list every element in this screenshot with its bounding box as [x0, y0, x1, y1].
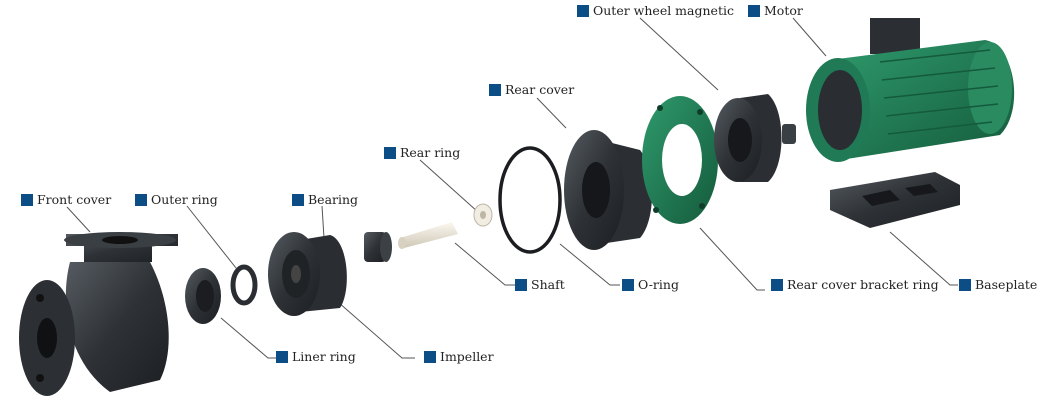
- liner-ring-part: [185, 268, 221, 324]
- bearing-part: [364, 232, 392, 262]
- rear-ring-label: Rear ring: [384, 146, 460, 160]
- o-ring-label: O-ring: [622, 278, 679, 292]
- baseplate-label: Baseplate: [959, 278, 1037, 292]
- shaft-label: Shaft: [515, 278, 565, 292]
- bearing-label: Bearing: [292, 193, 358, 207]
- marker-square: [276, 351, 288, 363]
- marker-square: [135, 194, 147, 206]
- motor-part: [806, 18, 1015, 162]
- outer-wheel-magnetic-label: Outer wheel magnetic: [577, 4, 734, 18]
- impeller-part: [268, 232, 347, 316]
- impeller-label: Impeller: [424, 350, 494, 364]
- marker-square: [489, 84, 501, 96]
- baseplate-part: [830, 172, 960, 228]
- leader-lines: [66, 17, 958, 359]
- marker-square: [21, 194, 33, 206]
- rear-ring-part: [473, 203, 493, 227]
- marker-square: [424, 351, 436, 363]
- marker-square: [622, 279, 634, 291]
- motor-label: Motor: [748, 4, 803, 18]
- marker-square: [959, 279, 971, 291]
- rear-cover-label: Rear cover: [489, 83, 574, 97]
- marker-square: [577, 5, 589, 17]
- marker-square: [515, 279, 527, 291]
- marker-square: [771, 279, 783, 291]
- marker-square: [384, 147, 396, 159]
- shaft-part: [398, 222, 458, 249]
- marker-square: [292, 194, 304, 206]
- liner-ring-label: Liner ring: [276, 350, 356, 364]
- front-cover-label: Front cover: [21, 193, 111, 207]
- rear-cover-bracket-ring-label: Rear cover bracket ring: [771, 278, 939, 292]
- outer-wheel-magnetic-part: [714, 94, 796, 182]
- outer-ring-part: [230, 264, 258, 306]
- front-cover-part: [19, 232, 178, 396]
- rear-cover-part: [564, 130, 652, 250]
- marker-square: [748, 5, 760, 17]
- rear-cover-bracket-ring-part: [642, 96, 718, 224]
- o-ring-part: [498, 146, 562, 254]
- outer-ring-label: Outer ring: [135, 193, 218, 207]
